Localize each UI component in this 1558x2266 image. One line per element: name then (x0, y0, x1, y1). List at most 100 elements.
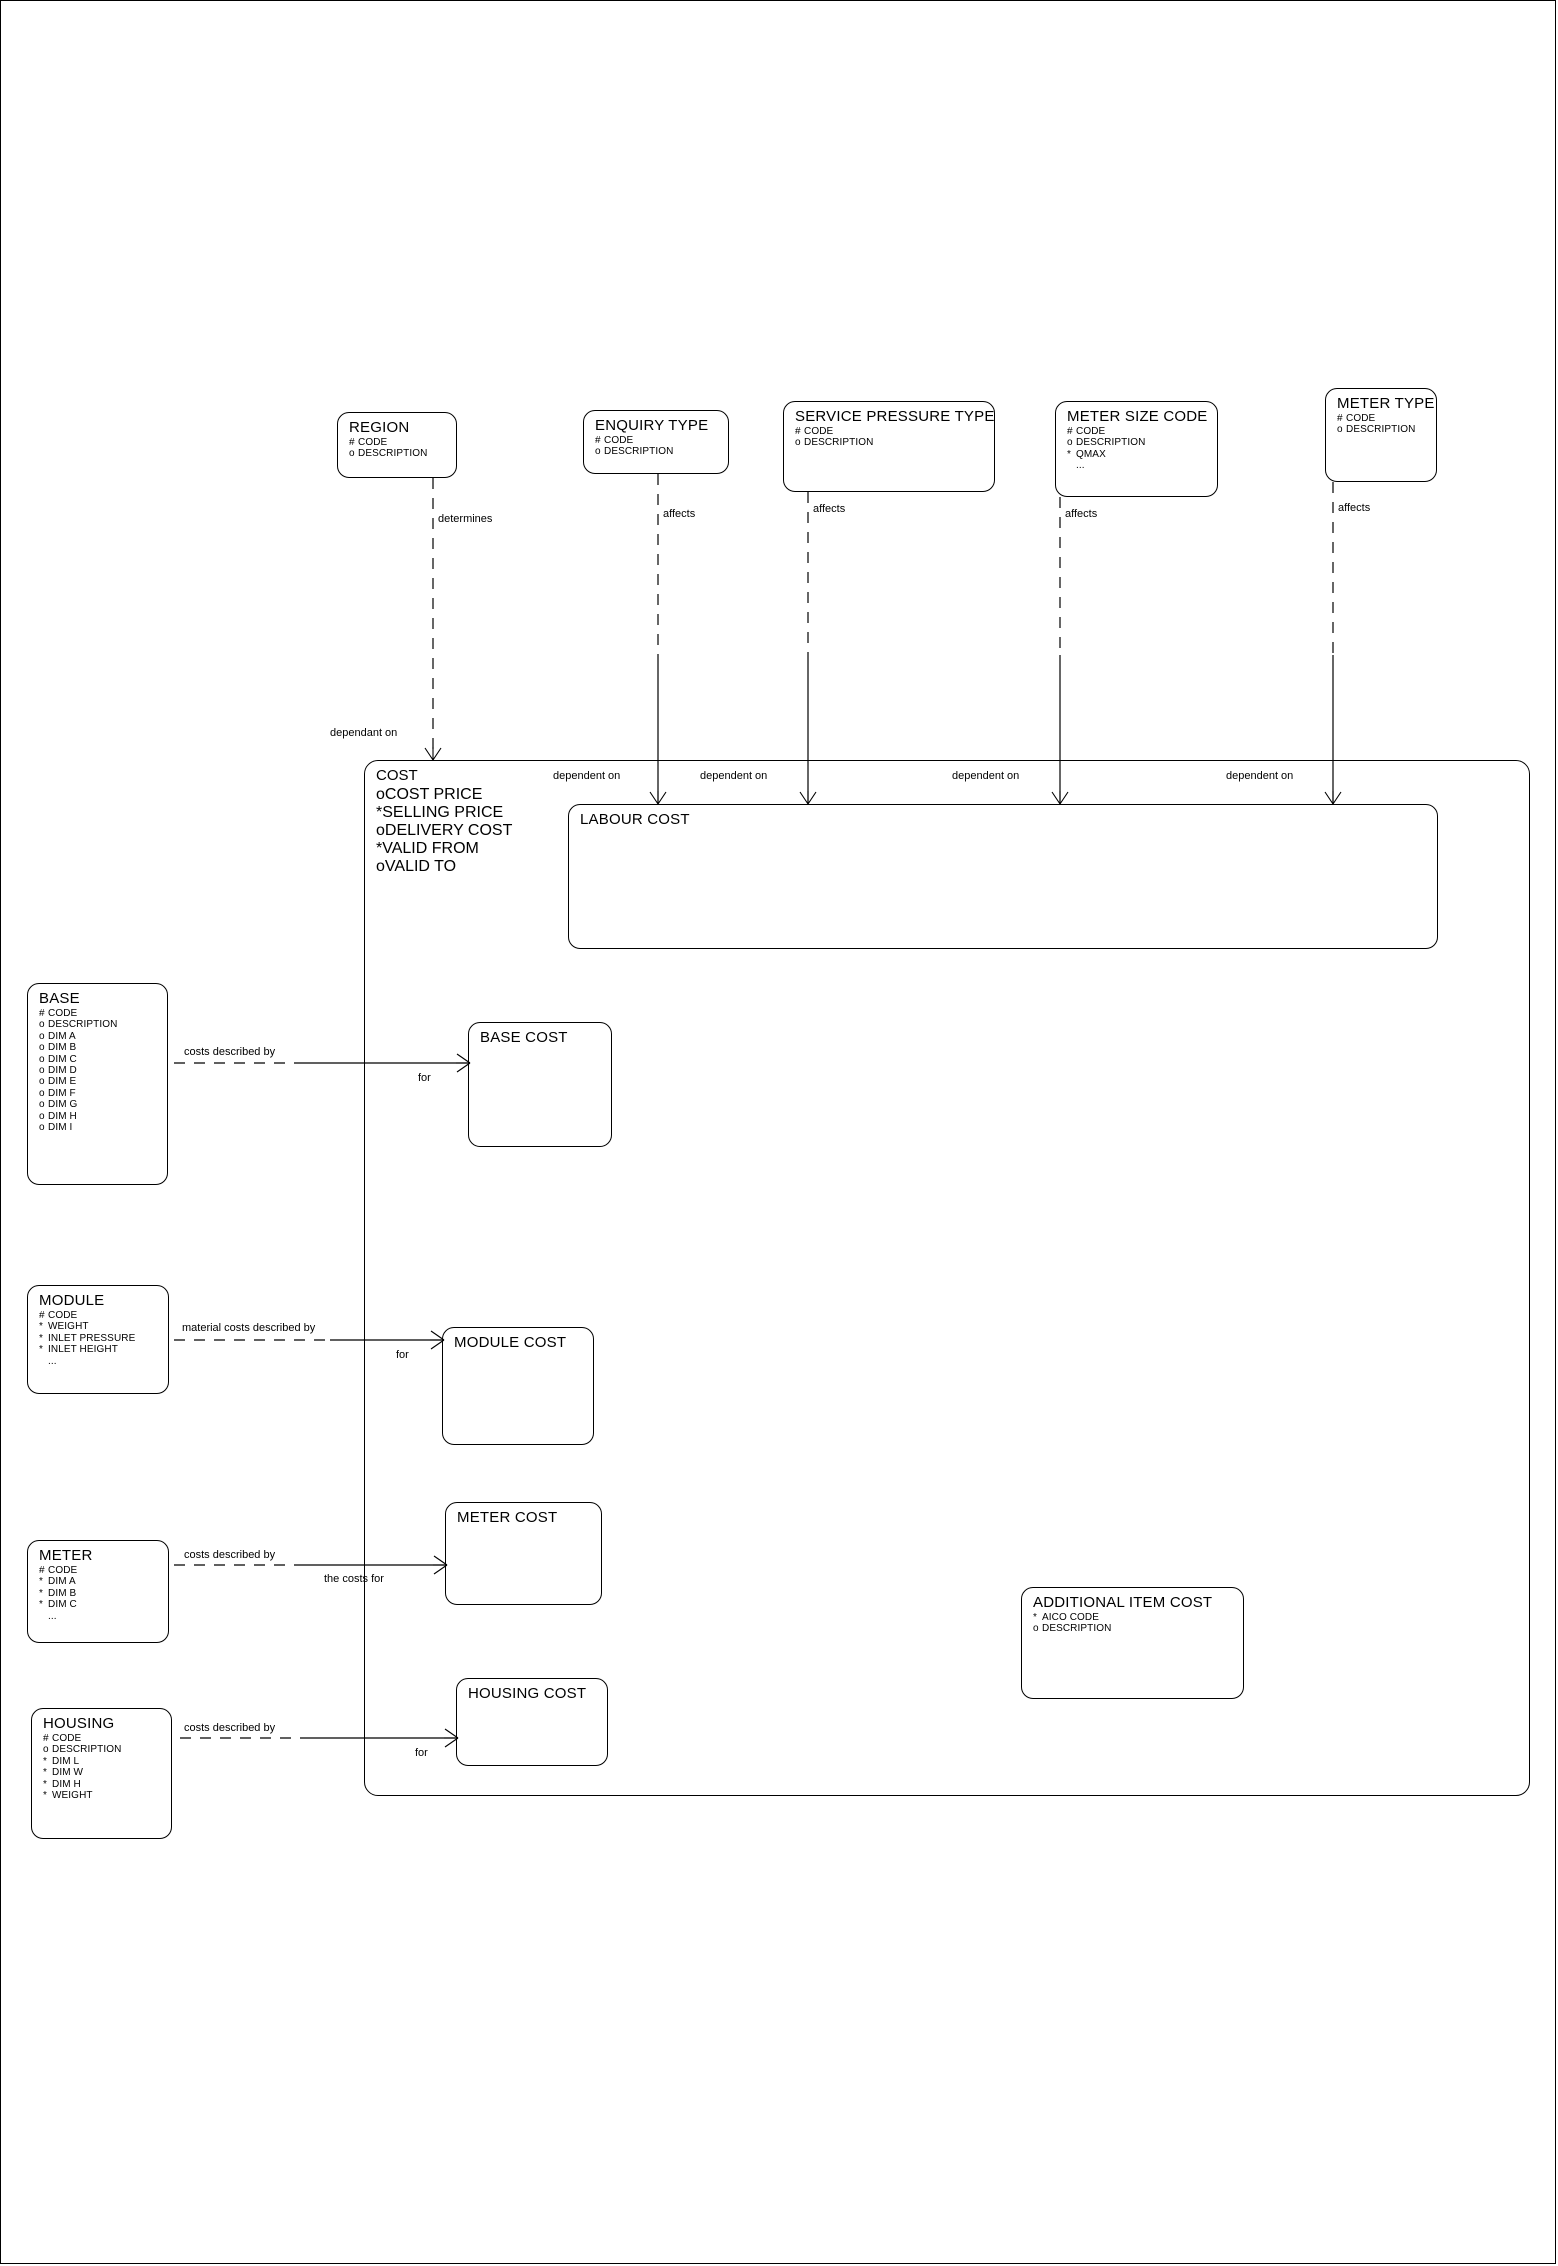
entity-name-meter-size-code: METER SIZE CODE (1067, 408, 1208, 425)
attribute-mark: o (1337, 424, 1343, 436)
attribute-row: *WEIGHT (43, 1790, 162, 1801)
relationship-label-affects-2: affects (813, 503, 846, 515)
attribute-row: #CODE (39, 1565, 159, 1576)
attribute-row: #CODE (39, 1310, 159, 1321)
entity-module-cost[interactable]: MODULE COST (442, 1327, 594, 1445)
relationship-label-for-2: for (396, 1349, 409, 1361)
relationship-label-for-3: for (415, 1747, 428, 1759)
attribute-mark: # (1067, 426, 1073, 437)
relationship-label-dependent-on-3: dependent on (952, 770, 1020, 782)
entity-attributes-module: #CODE *WEIGHT *INLET PRESSURE *INLET HEI… (39, 1310, 159, 1367)
attribute-row: *WEIGHT (39, 1321, 159, 1332)
attribute-row: #CODE (349, 437, 447, 448)
attribute-mark: o (39, 1065, 45, 1077)
entity-attributes-meter: #CODE *DIM A *DIM B *DIM C ... (39, 1565, 159, 1622)
attribute-label: DIM D (48, 1065, 77, 1077)
attribute-mark: o (376, 858, 385, 875)
attribute-mark: o (376, 822, 385, 839)
attribute-mark: o (39, 1030, 45, 1042)
crowfoot-metertype-labour (1324, 791, 1342, 805)
attribute-label: DIM A (48, 1576, 76, 1588)
attribute-row: #CODE (43, 1733, 162, 1744)
attribute-mark: o (39, 1087, 45, 1099)
attribute-mark: # (39, 1565, 45, 1576)
attribute-mark: * (39, 1587, 43, 1599)
attribute-label: DESCRIPTION (48, 1019, 118, 1031)
attribute-label: QMAX (1076, 448, 1106, 460)
relationship-label-costs-described-by-1: costs described by (184, 1046, 276, 1058)
crowfoot-enquiry-labour (649, 791, 667, 805)
entity-meter-cost[interactable]: METER COST (445, 1502, 602, 1605)
attribute-label: INLET HEIGHT (48, 1344, 118, 1356)
relationship-label-costs-described-by-3: costs described by (184, 1722, 276, 1734)
attribute-row: *VALID FROM (376, 840, 512, 858)
attribute-label: SELLING PRICE (382, 804, 504, 821)
attribute-row: oVALID TO (376, 858, 512, 876)
attribute-label: COST PRICE (384, 786, 483, 803)
attribute-label: WEIGHT (48, 1321, 89, 1333)
attribute-row: ... (39, 1611, 159, 1622)
attribute-label: CODE (48, 1565, 78, 1576)
attribute-label: CODE (804, 426, 834, 437)
attribute-mark: o (39, 1053, 45, 1065)
attribute-mark: * (39, 1332, 43, 1344)
entity-module[interactable]: MODULE #CODE *WEIGHT *INLET PRESSURE *IN… (27, 1285, 169, 1394)
attribute-label: CODE (358, 437, 388, 448)
attribute-mark: o (39, 1019, 45, 1031)
attribute-label: DIM H (52, 1778, 81, 1790)
attribute-mark: # (39, 1310, 45, 1321)
relationship-label-determines: determines (438, 513, 493, 525)
attribute-row: #CODE (1067, 426, 1208, 437)
crowfoot-base-basecost (456, 1053, 471, 1073)
attribute-label: ... (1076, 460, 1085, 472)
attribute-mark: o (376, 786, 385, 803)
attribute-label: CODE (52, 1733, 82, 1744)
relationship-label-the-costs-for: the costs for (324, 1573, 384, 1585)
attribute-label: DESCRIPTION (358, 448, 428, 460)
attribute-mark: o (39, 1099, 45, 1111)
entity-name-service-pressure-type: SERVICE PRESSURE TYPE (795, 408, 995, 425)
attribute-label: AICO CODE (1042, 1612, 1100, 1623)
attribute-row: oDELIVERY COST (376, 822, 512, 840)
attribute-row: #CODE (595, 435, 719, 446)
entity-labour-cost[interactable]: LABOUR COST (568, 804, 1438, 949)
relationship-label-dependent-on-1: dependent on (553, 770, 621, 782)
attribute-mark: o (1033, 1623, 1039, 1635)
attribute-row: #CODE (39, 1008, 158, 1019)
attribute-label: CODE (604, 435, 634, 446)
entity-name-enquiry-type: ENQUIRY TYPE (595, 417, 709, 434)
attribute-label: DESCRIPTION (52, 1744, 122, 1756)
attribute-mark: # (1337, 413, 1343, 424)
entity-name-base-cost: BASE COST (480, 1029, 568, 1046)
entity-base-cost[interactable]: BASE COST (468, 1022, 612, 1147)
entity-housing-cost[interactable]: HOUSING COST (456, 1678, 608, 1766)
attribute-row: *DIM H (43, 1779, 162, 1790)
attribute-label: CODE (1076, 426, 1106, 437)
entity-meter[interactable]: METER #CODE *DIM A *DIM B *DIM C ... (27, 1540, 169, 1643)
attribute-label: INLET PRESSURE (48, 1332, 136, 1344)
relationship-label-material-costs-described-by: material costs described by (182, 1322, 316, 1334)
entity-cost[interactable]: COST oCOST PRICE *SELLING PRICE oDELIVER… (364, 760, 1530, 1796)
attribute-mark: o (1067, 437, 1073, 449)
attribute-mark: * (43, 1767, 47, 1779)
